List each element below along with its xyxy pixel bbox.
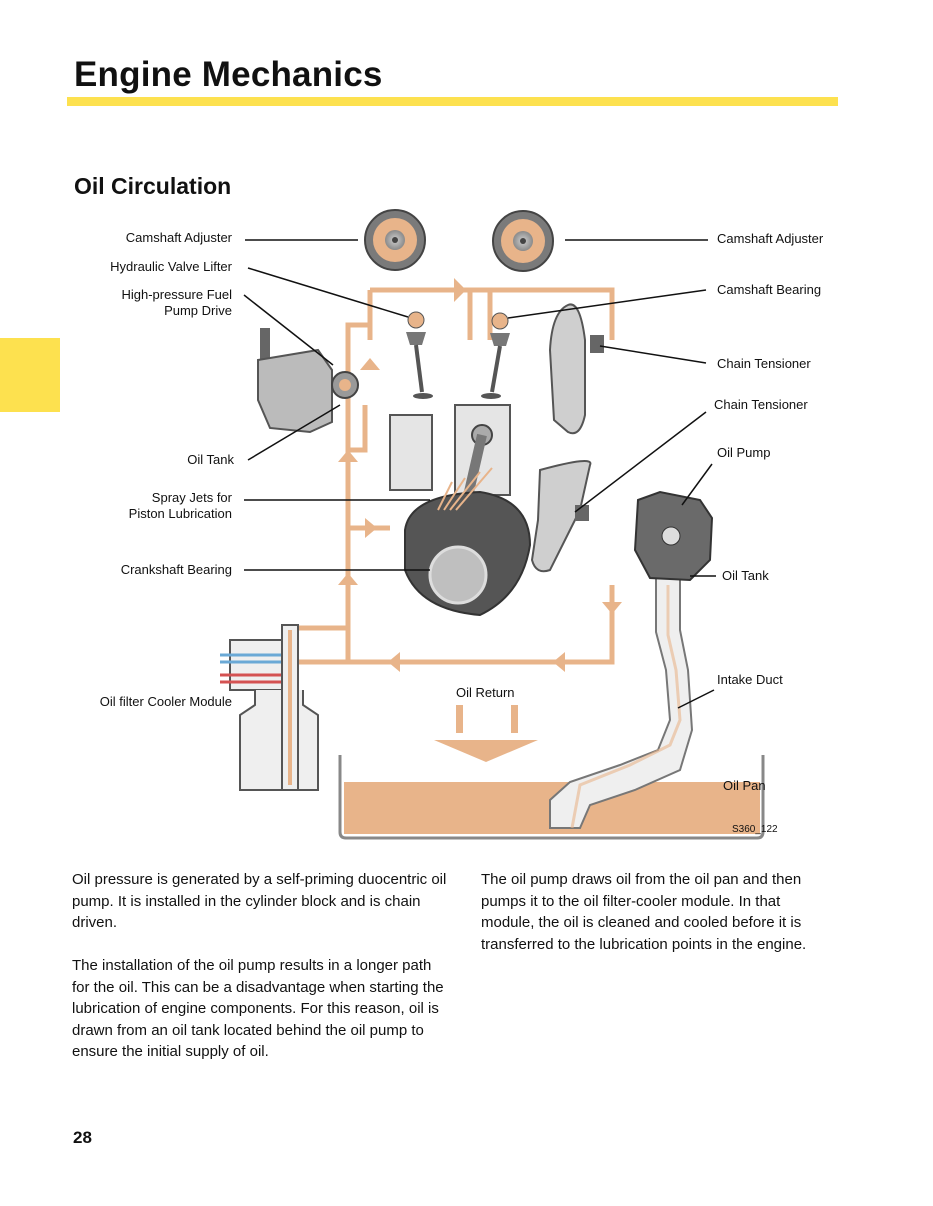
oil-circulation-diagram xyxy=(220,209,765,840)
leader-lines xyxy=(243,239,716,709)
title-underline xyxy=(67,97,838,106)
label-hp-fuel-pump-drive-1: High-pressure Fuel xyxy=(121,287,232,302)
label-spray-jets-1: Spray Jets for xyxy=(151,490,232,505)
label-camshaft-adjuster-right: Camshaft Adjuster xyxy=(717,231,824,246)
paragraph-col2-1: The oil pump draws oil from the oil pan … xyxy=(481,871,807,953)
valve-train-right xyxy=(481,312,510,399)
label-camshaft-bearing: Camshaft Bearing xyxy=(717,282,822,297)
upper-chain-rail xyxy=(548,303,604,435)
label-intake-duct: Intake Duct xyxy=(717,672,783,687)
chapter-tab xyxy=(0,338,60,412)
oil-return-arrows xyxy=(434,705,538,762)
paragraph-col1-1: Oil pressure is generated by a self-prim… xyxy=(72,871,447,931)
camshaft-adjuster-right xyxy=(492,210,554,272)
label-hydraulic-valve-lifter: Hydraulic Valve Lifter xyxy=(110,259,232,274)
label-hp-fuel-pump-drive-2: Pump Drive xyxy=(164,303,232,318)
crankshaft xyxy=(404,490,532,617)
section-title: Oil Circulation xyxy=(74,173,232,199)
page-title: Engine Mechanics xyxy=(74,55,383,94)
valve-train-left xyxy=(406,311,433,399)
label-spray-jets-2: Piston Lubrication xyxy=(128,506,232,521)
label-oil-tank-left: Oil Tank xyxy=(187,452,234,467)
intake-duct xyxy=(549,577,694,829)
label-oil-return: Oil Return xyxy=(456,685,515,700)
hp-fuel-pump xyxy=(257,328,359,434)
flow-arrows xyxy=(338,278,622,672)
camshaft-adjuster-left xyxy=(364,209,426,271)
label-camshaft-adjuster-left: Camshaft Adjuster xyxy=(125,230,232,245)
page-number: 28 xyxy=(73,1128,92,1147)
label-oil-pump: Oil Pump xyxy=(717,445,771,460)
label-oil-pan: Oil Pan xyxy=(723,778,766,793)
label-oil-tank-right: Oil Tank xyxy=(722,568,769,583)
oil-pump-body xyxy=(633,490,714,582)
lower-chain-rail xyxy=(530,460,592,573)
figure-code: S360_122 xyxy=(732,824,778,835)
label-chain-tensioner-2: Chain Tensioner xyxy=(714,397,808,412)
label-oil-filter-cooler-module: Oil filter Cooler Module xyxy=(99,694,232,709)
spray-jets xyxy=(437,467,493,511)
label-crankshaft-bearing: Crankshaft Bearing xyxy=(120,562,232,577)
label-chain-tensioner-1: Chain Tensioner xyxy=(717,356,811,371)
oil-filter-cooler xyxy=(220,624,319,791)
paragraph-col1-2: The installation of the oil pump results… xyxy=(72,957,444,1060)
